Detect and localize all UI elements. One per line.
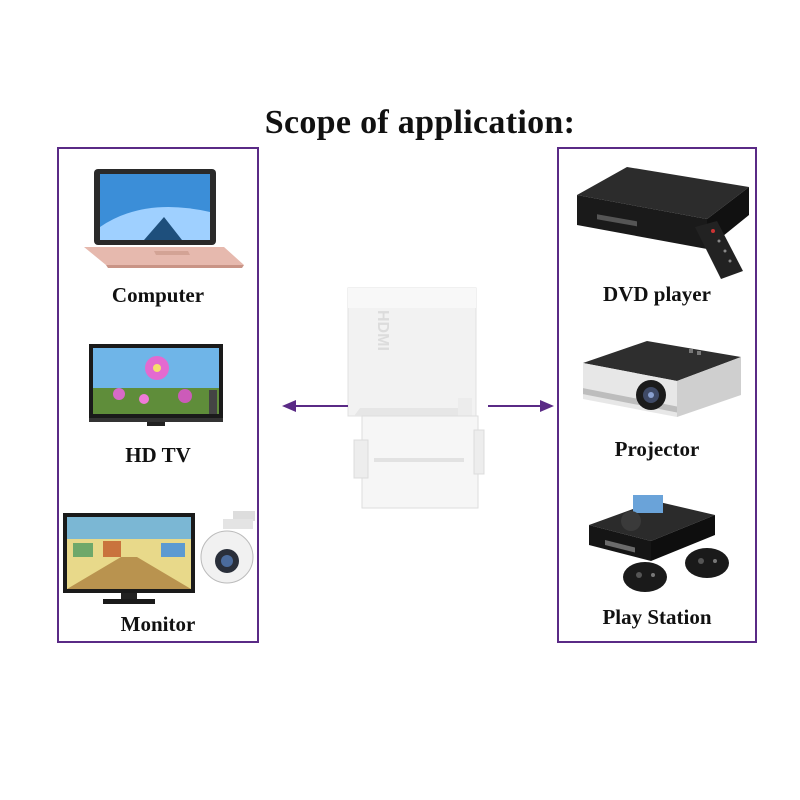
device-label-dvd-player: DVD player [603, 282, 711, 306]
hdmi-brand-text: HDMI [374, 310, 391, 351]
laptop-icon [84, 169, 244, 268]
right-device-panel: DVD player Projector Play Station [557, 147, 757, 643]
left-device-panel: Computer HD TV Monitor [57, 147, 259, 643]
game-console-icon [589, 495, 729, 592]
monitor-icon [63, 511, 255, 604]
arrow-right-icon [488, 400, 554, 412]
device-label-computer: Computer [111, 283, 205, 307]
page-title: Scope of application: [264, 104, 576, 141]
device-label-monitor: Monitor [120, 612, 196, 636]
device-label-hd-tv: HD TV [125, 443, 191, 467]
tv-icon [89, 344, 223, 426]
device-label-projector: Projector [614, 437, 700, 461]
arrow-left-icon [282, 400, 348, 412]
dvd-player-icon [577, 167, 749, 279]
hdmi-adapter-image: HDMI [347, 287, 485, 509]
device-label-play-station: Play Station [602, 605, 712, 629]
projector-icon [583, 341, 741, 417]
